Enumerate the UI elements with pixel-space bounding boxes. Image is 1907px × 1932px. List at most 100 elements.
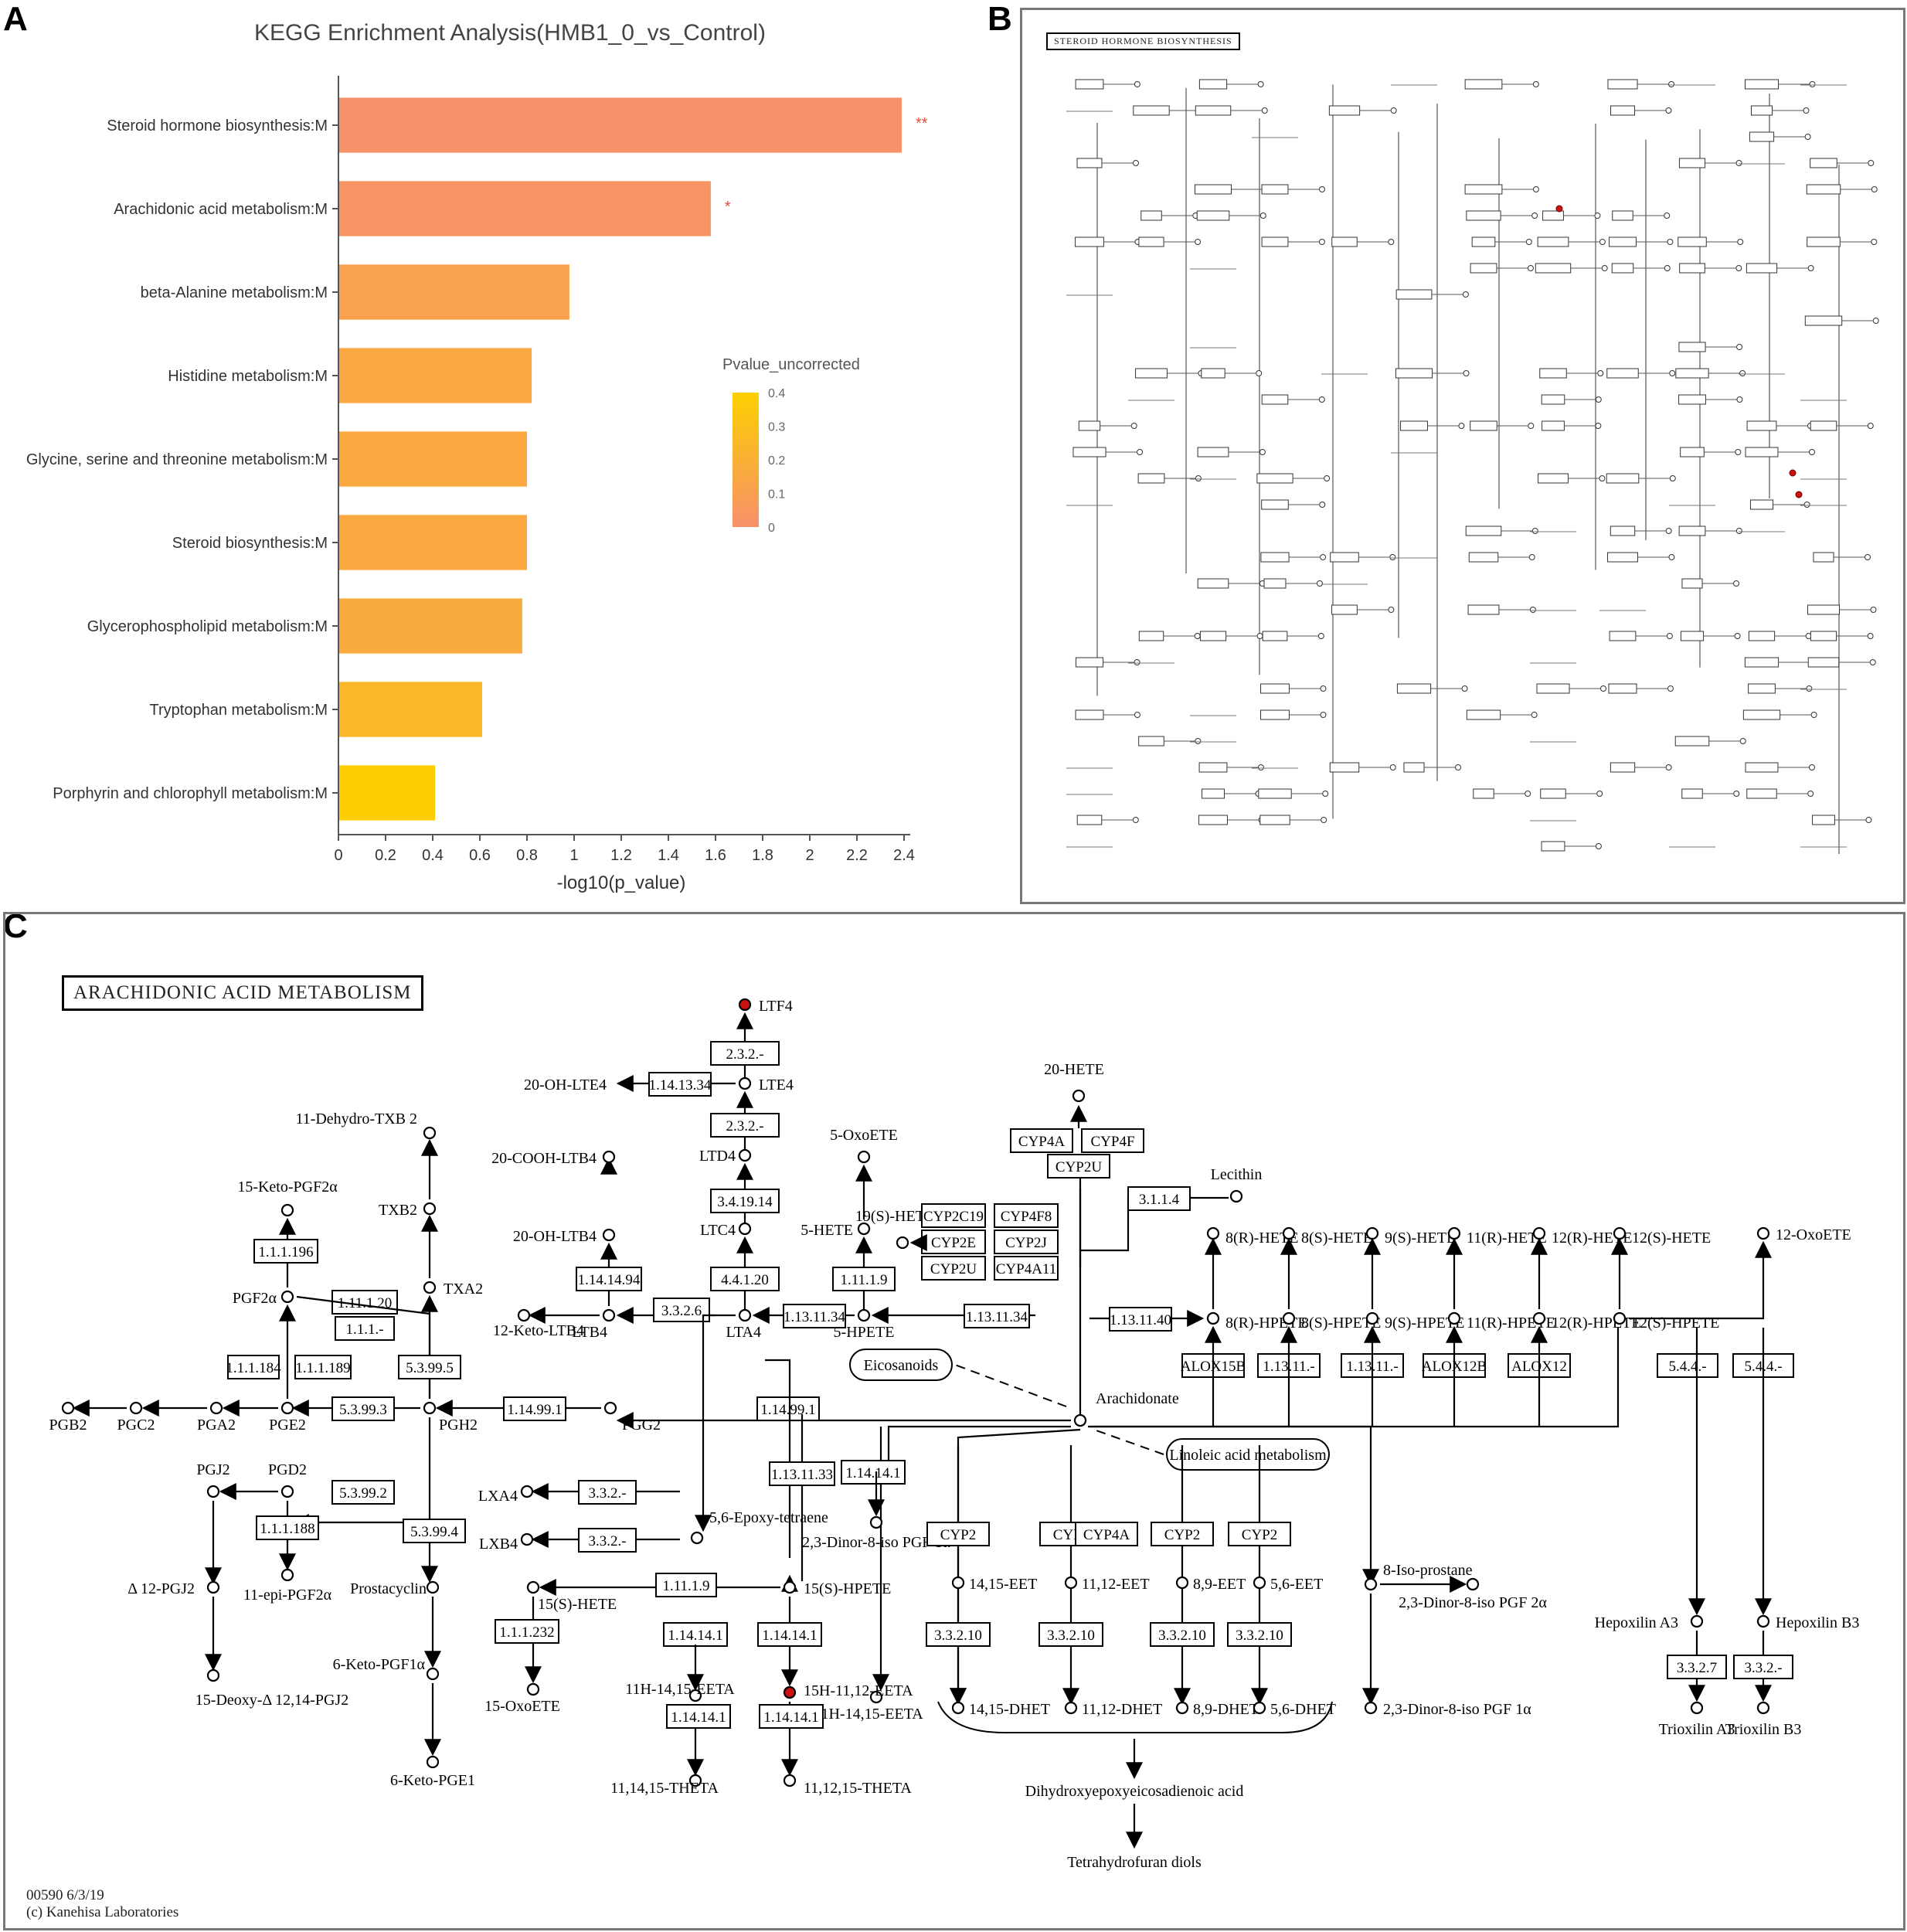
compound-node xyxy=(1595,423,1602,429)
enzyme-box xyxy=(1466,709,1501,720)
compound-node xyxy=(1132,160,1139,166)
panel-c-border xyxy=(3,912,1905,1930)
enzyme-box xyxy=(783,1304,846,1328)
compound-node xyxy=(1531,528,1538,534)
enzyme-box xyxy=(1076,158,1103,168)
compound-label: 15(S)-HETE xyxy=(538,1596,617,1613)
compound-node xyxy=(1867,633,1874,639)
enzyme-box xyxy=(1075,236,1104,247)
compound-node xyxy=(783,1774,797,1787)
compound-label: PGJ2 xyxy=(196,1461,229,1478)
enzyme-label: 1.14.14.1 xyxy=(845,1465,900,1481)
bar xyxy=(338,264,569,320)
compound-label: 5-HETE xyxy=(801,1222,853,1239)
enzyme-box xyxy=(1810,420,1837,431)
enzyme-box xyxy=(1746,263,1778,274)
compound-node xyxy=(1756,1226,1770,1240)
compound-label: 5,6-DHET xyxy=(1270,1701,1336,1718)
enzyme-box xyxy=(1610,105,1635,116)
compound-node xyxy=(426,1580,440,1594)
compound-node xyxy=(857,1308,871,1322)
enzyme-box xyxy=(1464,184,1503,195)
x-tick-label: 0.2 xyxy=(375,847,396,864)
arachidonic-pathway-title: ARACHIDONIC ACID METABOLISM xyxy=(62,975,423,1011)
compound-node xyxy=(1739,370,1746,376)
compound-node xyxy=(688,1689,702,1702)
compound-label: TXA2 xyxy=(444,1281,483,1298)
compound-label: 2,3-Dinor-8-iso PGF 2α xyxy=(1399,1594,1547,1611)
reaction-line xyxy=(1629,1240,1772,1320)
enzyme-box xyxy=(1748,631,1776,641)
enzyme-box xyxy=(1464,79,1503,90)
compound-node xyxy=(1532,186,1539,192)
compound-node xyxy=(1320,712,1327,718)
compound-node xyxy=(1803,502,1810,508)
compound-label: PGD2 xyxy=(268,1461,307,1478)
enzyme-box xyxy=(578,1528,637,1553)
compound-node xyxy=(1072,1089,1086,1103)
colorbar-tick-label: 0 xyxy=(768,522,775,535)
enzyme-label: 5.3.99.2 xyxy=(339,1485,387,1502)
compound-node xyxy=(129,1401,143,1415)
compound-label: 2,3-Dinor-8-iso PGF 1α xyxy=(1383,1701,1531,1718)
enzyme-box xyxy=(1678,394,1706,405)
compound-node xyxy=(1869,659,1876,665)
compound-node xyxy=(423,1281,437,1294)
enzyme-label: CYP2U xyxy=(930,1261,977,1277)
enzyme-label: 2.3.2.- xyxy=(726,1046,763,1063)
compound-node xyxy=(1388,607,1395,613)
enzyme-label: 3.3.2.7 xyxy=(1677,1660,1717,1676)
enzyme-box xyxy=(1810,158,1837,168)
compound-node xyxy=(1871,186,1878,192)
compound-node xyxy=(738,1308,752,1322)
enzyme-label: 1.14.14.1 xyxy=(671,1709,726,1726)
compound-label: LTC4 xyxy=(700,1222,736,1239)
enzyme-label: CYP2U xyxy=(1055,1159,1102,1175)
compound-node xyxy=(1388,239,1395,245)
enzyme-label: 5.3.99.3 xyxy=(339,1402,387,1418)
enzyme-box xyxy=(1259,815,1290,825)
enzyme-box xyxy=(1806,184,1841,195)
y-tick-label: Arachidonic acid metabolism:M xyxy=(114,201,328,218)
enzyme-box xyxy=(331,1396,395,1421)
compound-label: Prostacyclin xyxy=(350,1580,427,1597)
enzyme-box xyxy=(335,1316,395,1341)
compound-label: 5-HPETE xyxy=(834,1324,895,1341)
compound-label: LTE4 xyxy=(759,1077,794,1094)
enzyme-box xyxy=(757,1622,822,1647)
x-tick-label: 0.4 xyxy=(422,847,444,864)
compound-node xyxy=(426,1755,440,1769)
compound-node xyxy=(1256,370,1263,376)
compound-node xyxy=(1320,685,1327,692)
compound-label: 5-OxoETE xyxy=(830,1127,898,1144)
compound-node xyxy=(1667,239,1674,245)
map-link-line xyxy=(1093,1429,1164,1455)
enzyme-box xyxy=(1535,263,1572,274)
compound-node xyxy=(280,1203,294,1217)
enzyme-label: 5.3.99.4 xyxy=(410,1524,458,1540)
enzyme-box xyxy=(1810,631,1837,641)
enzyme-box xyxy=(832,1267,896,1291)
compound-node xyxy=(1735,528,1742,534)
compound-label: 5,6-Epoxy-tetraene xyxy=(709,1509,828,1526)
enzyme-label: 1.13.11.33 xyxy=(771,1467,833,1483)
enzyme-box xyxy=(1745,762,1779,773)
steroid-pathway-title: STEROID HORMONE BIOSYNTHESIS xyxy=(1046,32,1240,50)
compound-node xyxy=(1594,213,1601,219)
x-tick-label: 2 xyxy=(805,847,814,864)
compound-node xyxy=(1175,1701,1189,1715)
compound-node xyxy=(1462,291,1469,298)
compound-node xyxy=(1531,712,1538,718)
enzyme-box xyxy=(495,1619,559,1644)
enzyme-box xyxy=(1201,368,1225,379)
enzyme-box xyxy=(1038,1622,1103,1647)
enzyme-box xyxy=(921,1203,986,1228)
enzyme-box xyxy=(1610,762,1636,773)
compound-label: TXB2 xyxy=(379,1202,417,1219)
compound-node xyxy=(1527,265,1534,271)
enzyme-label: 3.3.2.10 xyxy=(934,1628,982,1644)
colorbar-tick-label: 0.1 xyxy=(768,488,785,502)
enzyme-box xyxy=(403,1519,466,1543)
compound-label: 12(R)-HPETE xyxy=(1552,1315,1641,1332)
compound-node xyxy=(1666,633,1673,639)
